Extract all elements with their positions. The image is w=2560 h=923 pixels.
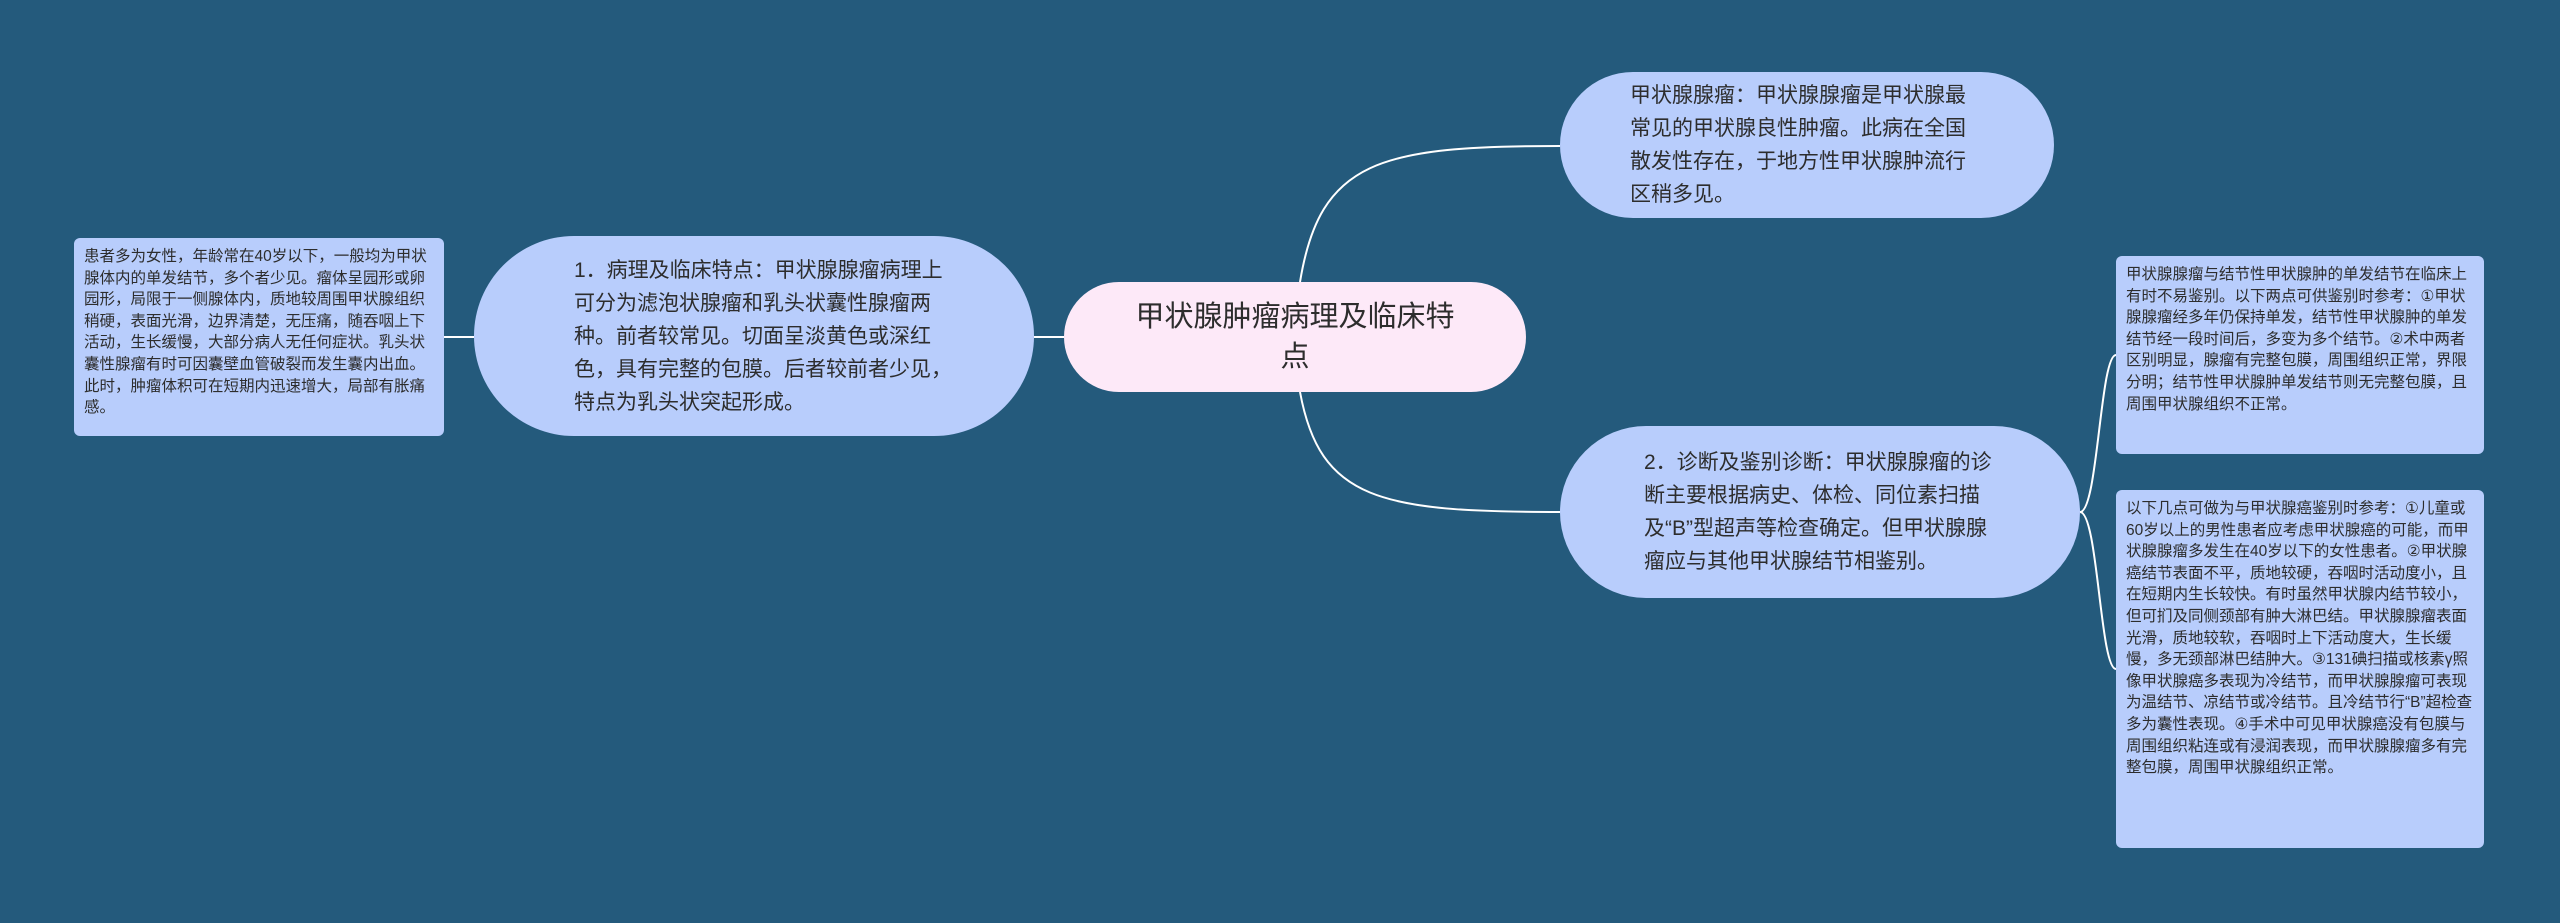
thyroid-adenoma-node[interactable]: 甲状腺腺瘤：甲状腺腺瘤是甲状腺最常见的甲状腺良性肿瘤。此病在全国散发性存在，于地…: [1560, 72, 2054, 218]
differential-goiter-text: 甲状腺腺瘤与结节性甲状腺肿的单发结节在临床上有时不易鉴别。以下两点可供鉴别时参考…: [2126, 266, 2468, 413]
diagnosis-node[interactable]: 2．诊断及鉴别诊断：甲状腺腺瘤的诊断主要根据病史、体检、同位素扫描及“B”型超声…: [1560, 426, 2080, 598]
differential-cancer-text: 以下几点可做为与甲状腺癌鉴别时参考：①儿童或60岁以上的男性患者应考虑甲状腺癌的…: [2126, 500, 2473, 777]
pathology-detail-node[interactable]: 患者多为女性，年龄常在40岁以下，一般均为甲状腺体内的单发结节，多个者少见。瘤体…: [74, 238, 444, 436]
differential-goiter-node[interactable]: 甲状腺腺瘤与结节性甲状腺肿的单发结节在临床上有时不易鉴别。以下两点可供鉴别时参考…: [2116, 256, 2484, 454]
central-topic-text: 甲状腺肿瘤病理及临床特点: [1135, 301, 1455, 373]
pathology-clinical-text: 1．病理及临床特点：甲状腺腺瘤病理上可分为滤泡状腺瘤和乳头状囊性腺瘤两种。前者较…: [574, 258, 952, 414]
link-center-to-top: [1299, 145, 1561, 283]
link-diagnosis-to-detail-2: [2079, 511, 2117, 670]
link-center-to-diagnosis: [1299, 391, 1561, 513]
diagnosis-text: 2．诊断及鉴别诊断：甲状腺腺瘤的诊断主要根据病史、体检、同位素扫描及“B”型超声…: [1644, 451, 1992, 573]
thyroid-adenoma-text: 甲状腺腺瘤：甲状腺腺瘤是甲状腺最常见的甲状腺良性肿瘤。此病在全国散发性存在，于地…: [1630, 84, 1966, 206]
pathology-detail-text: 患者多为女性，年龄常在40岁以下，一般均为甲状腺体内的单发结节，多个者少见。瘤体…: [84, 248, 427, 417]
differential-cancer-node[interactable]: 以下几点可做为与甲状腺癌鉴别时参考：①儿童或60岁以上的男性患者应考虑甲状腺癌的…: [2116, 490, 2484, 848]
central-topic[interactable]: 甲状腺肿瘤病理及临床特点: [1064, 282, 1526, 392]
pathology-clinical-node[interactable]: 1．病理及临床特点：甲状腺腺瘤病理上可分为滤泡状腺瘤和乳头状囊性腺瘤两种。前者较…: [474, 236, 1034, 436]
link-diagnosis-to-detail-1: [2079, 354, 2117, 513]
